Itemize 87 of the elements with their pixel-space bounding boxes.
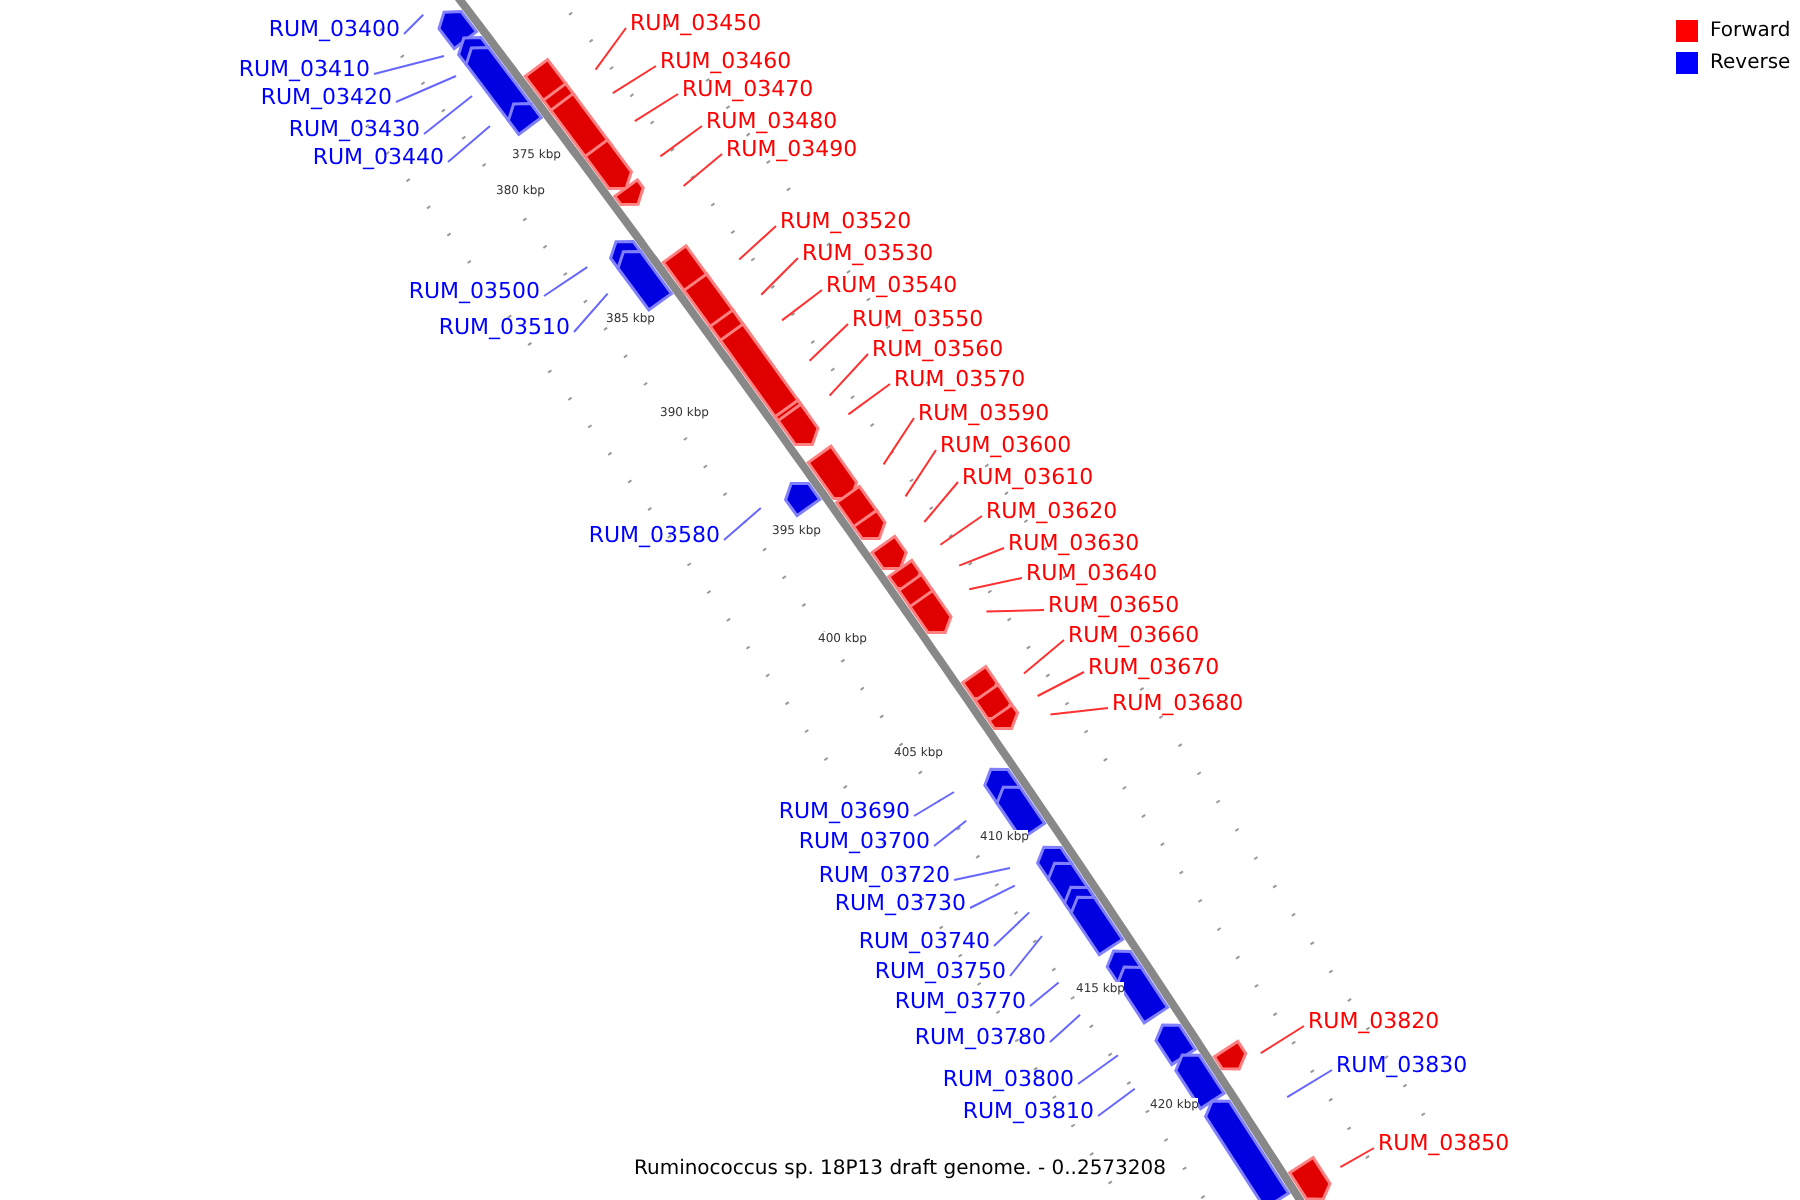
gene-label: RUM_03730: [834, 890, 966, 916]
gene-label: RUM_03460: [660, 48, 792, 74]
gene-label: RUM_03530: [802, 240, 934, 266]
leader-line: [953, 867, 1011, 881]
leader-line: [913, 791, 955, 817]
leader-line: [1339, 1147, 1375, 1169]
leader-line: [1077, 1054, 1119, 1085]
leader-line: [543, 266, 589, 297]
gene-label: RUM_03740: [858, 928, 990, 954]
gene-label: RUM_03440: [312, 144, 444, 170]
gene-label: RUM_03830: [1336, 1052, 1468, 1078]
leader-line: [395, 75, 457, 103]
legend-label: Reverse: [1710, 50, 1791, 76]
leader-line: [939, 515, 983, 546]
gene-label: RUM_03430: [288, 116, 420, 142]
gene-label: RUM_03630: [1008, 530, 1140, 556]
gene-label: RUM_03810: [962, 1098, 1094, 1124]
gene-label: RUM_03600: [940, 432, 1072, 458]
gene-label: RUM_03450: [630, 10, 762, 36]
legend-label: Forward: [1710, 18, 1791, 44]
leader-line: [403, 13, 425, 35]
caption: Ruminococcus sp. 18P13 draft genome. - 0..2573208: [633, 1158, 1166, 1180]
leader-line: [1029, 981, 1060, 1007]
leader-line: [633, 93, 679, 123]
gene-label: RUM_03660: [1068, 622, 1200, 648]
leader-line: [573, 292, 609, 333]
leader-line: [969, 884, 1016, 909]
gene-label: RUM_03720: [818, 862, 950, 888]
gene-label: RUM_03620: [986, 498, 1118, 524]
gene-label: RUM_03420: [260, 84, 392, 110]
leader-line: [1049, 1013, 1081, 1043]
leader-line: [760, 257, 799, 296]
leader-line: [882, 417, 915, 466]
gene-label: RUM_03590: [918, 400, 1050, 426]
leader-line: [611, 65, 657, 95]
gene-label: RUM_03480: [706, 108, 838, 134]
gene-label: RUM_03800: [942, 1066, 1074, 1092]
leader-line: [1009, 935, 1043, 977]
gene-label: RUM_03820: [1308, 1008, 1440, 1034]
leader-line: [904, 449, 937, 498]
gene-label: RUM_03750: [874, 958, 1006, 984]
leader-line: [985, 609, 1045, 613]
leader-line: [1259, 1025, 1305, 1055]
gene-label: RUM_03850: [1378, 1130, 1510, 1156]
gene-label: RUM_03700: [798, 828, 930, 854]
gene-label: RUM_03680: [1112, 690, 1244, 716]
leader-line: [847, 383, 891, 416]
gene-label: RUM_03510: [438, 314, 570, 340]
gene-label: RUM_03500: [408, 278, 540, 304]
leader-line: [723, 507, 762, 541]
gene-label: RUM_03640: [1026, 560, 1158, 586]
leader-line: [968, 577, 1023, 591]
leader-line: [1049, 707, 1109, 716]
leader-line: [738, 225, 777, 261]
leader-line: [923, 481, 959, 523]
gene-label: RUM_03540: [826, 272, 958, 298]
gene-label: RUM_03780: [914, 1024, 1046, 1050]
leader-line: [447, 125, 491, 163]
gene-label: RUM_03610: [962, 464, 1094, 490]
leader-line: [659, 125, 703, 158]
leader-line: [933, 819, 968, 847]
leader-line: [1286, 1069, 1333, 1099]
leader-line: [808, 323, 849, 362]
gene-label: RUM_03690: [778, 798, 910, 824]
leader-line: [594, 27, 627, 71]
gene-label: RUM_03670: [1088, 654, 1220, 680]
gene-label: RUM_03580: [588, 522, 720, 548]
gene-label: RUM_03650: [1048, 592, 1180, 618]
gene-label: RUM_03560: [872, 336, 1004, 362]
gene-label: RUM_03470: [682, 76, 814, 102]
gene-label: RUM_03520: [780, 208, 912, 234]
leader-line: [1036, 671, 1085, 697]
leader-line: [958, 547, 1005, 567]
leader-line: [373, 55, 445, 75]
gene-label: RUM_03400: [268, 16, 400, 42]
leader-line: [682, 153, 723, 187]
leader-line: [1023, 639, 1065, 675]
gene-label: RUM_03770: [894, 988, 1026, 1014]
gene-label: RUM_03490: [726, 136, 858, 162]
gene-label: RUM_03550: [852, 306, 984, 332]
gene-label: RUM_03570: [894, 366, 1026, 392]
leader-line: [828, 353, 869, 397]
leader-line: [781, 289, 823, 322]
gene-label: RUM_03410: [238, 56, 370, 82]
leader-line: [993, 911, 1031, 947]
leader-line: [423, 95, 473, 135]
leader-line: [1097, 1087, 1136, 1117]
